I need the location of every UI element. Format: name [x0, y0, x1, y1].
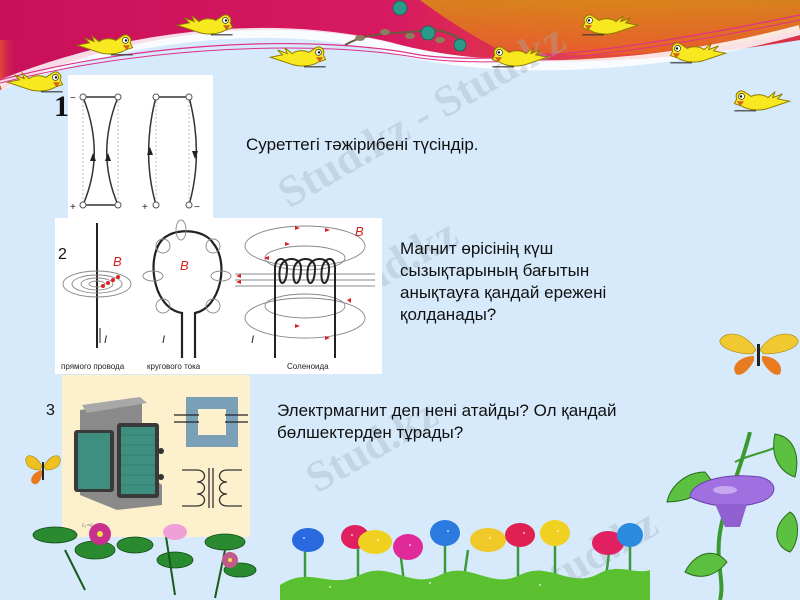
- svg-text:B: B: [113, 254, 122, 269]
- svg-text:I: I: [251, 334, 254, 346]
- bird-icon: [491, 46, 549, 68]
- question-2-line: сызықтарының бағытын: [400, 261, 590, 280]
- question-2-text: Магнит өрісінің күш сызықтарының бағытын…: [400, 238, 606, 326]
- electromagnet-diagram: ε₁=ε₂=...: [74, 397, 248, 529]
- question-1-text: Суреттегі тәжірибені түсіндір.: [246, 135, 479, 154]
- svg-text:B: B: [355, 224, 364, 239]
- parallel-conductors-diagram: − + + −: [70, 93, 200, 213]
- question-2-line: Магнит өрісінің күш: [400, 239, 554, 258]
- question-3-text: Электрмагнит деп нені атайды? Ол қандай …: [277, 400, 616, 444]
- question-3-line: бөлшектерден тұрады?: [277, 423, 464, 442]
- figure-magnetic-fields: B I B I B I: [55, 218, 382, 374]
- figure-electromagnet: ε₁=ε₂=...: [62, 375, 250, 537]
- caption-circular-current: кругового тока: [147, 362, 201, 371]
- svg-text:I: I: [104, 334, 107, 346]
- glitter-tulips-icon: [280, 520, 650, 600]
- butterfly-icon: [719, 333, 799, 375]
- bird-icon: [76, 34, 134, 56]
- item-number-2: 2: [58, 246, 67, 263]
- bird-icon: [581, 14, 639, 36]
- svg-text:+: +: [142, 202, 148, 213]
- butterfly-icon: [25, 455, 61, 485]
- item-number-1: 1: [54, 90, 69, 123]
- svg-text:−: −: [194, 202, 200, 213]
- svg-text:+: +: [70, 202, 76, 213]
- morning-glory-icon: [666, 432, 798, 600]
- caption-straight-wire: прямого провода: [61, 362, 125, 371]
- bird-icon: [733, 90, 791, 112]
- figure-conductors: − + + −: [68, 75, 213, 220]
- svg-text:I: I: [162, 334, 165, 346]
- question-3-line: Электрмагнит деп нені атайды? Ол қандай: [277, 401, 617, 420]
- rose-branch-icon: [344, 0, 467, 52]
- bird-icon: [669, 42, 727, 64]
- pink-flowers-icon: [32, 523, 257, 599]
- question-2-line: қолданады?: [400, 305, 497, 324]
- item-number-3: 3: [46, 402, 55, 419]
- bird-icon: [269, 46, 327, 68]
- svg-text:−: −: [70, 93, 76, 104]
- caption-solenoid: Соленоида: [287, 362, 329, 371]
- svg-text:B: B: [180, 258, 189, 273]
- magnetic-field-diagram: B I B I B I: [62, 219, 375, 358]
- bird-icon: [176, 14, 234, 36]
- question-2-line: анықтауға қандай ережені: [400, 283, 607, 302]
